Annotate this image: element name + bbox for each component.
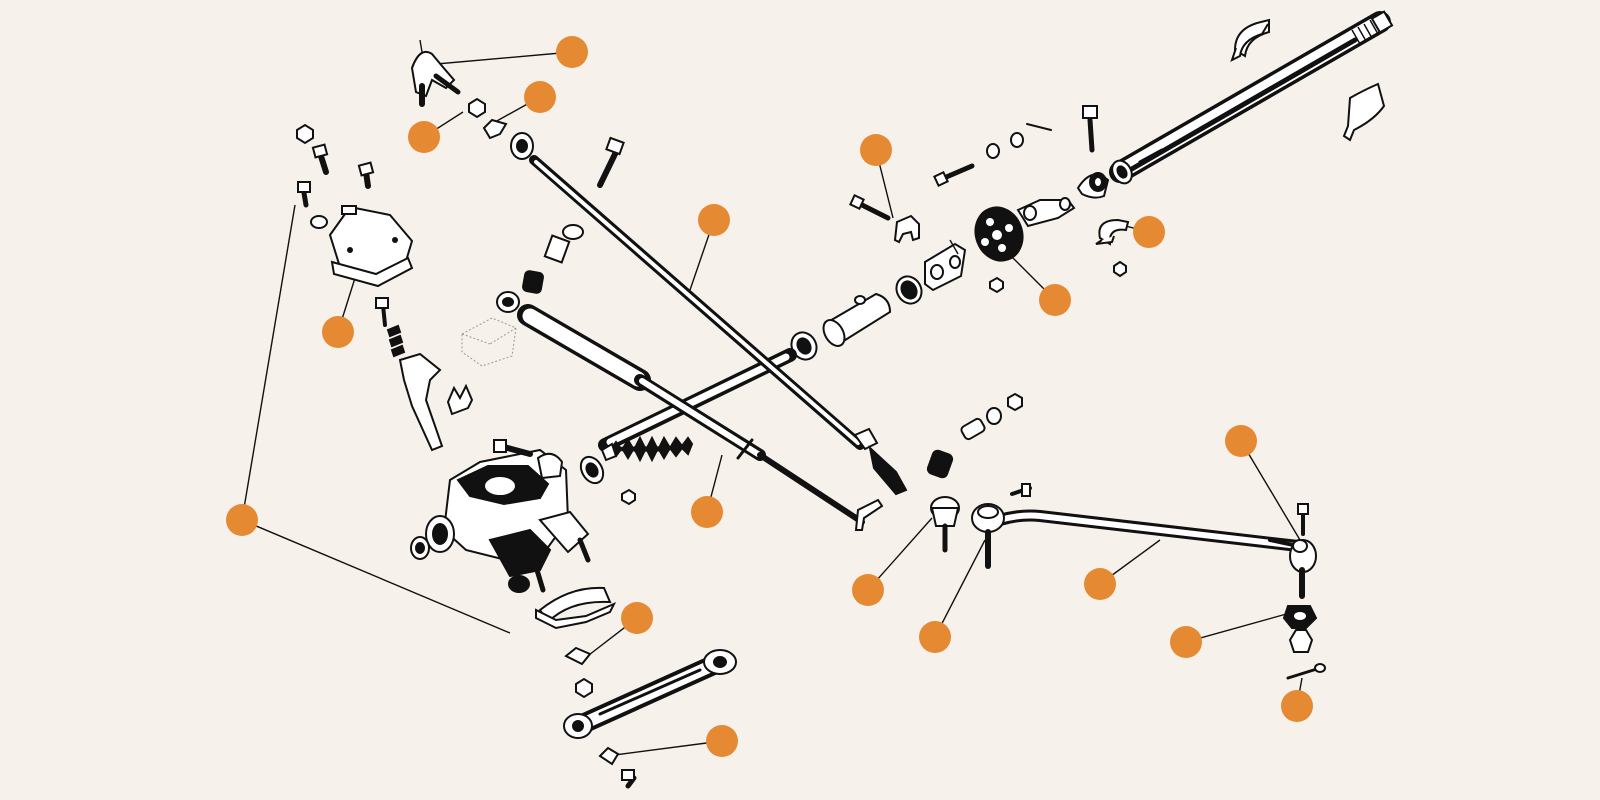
lock-tab-top	[482, 118, 508, 140]
hotspot-lock-washer[interactable]	[621, 602, 653, 634]
rack-gaiter	[600, 435, 694, 463]
idler-arm	[563, 649, 737, 739]
hotspot-tie-rod-end-top[interactable]	[556, 36, 588, 68]
hotspot-steering-box-cover[interactable]	[322, 316, 354, 348]
steering-box	[410, 439, 636, 593]
drop-arm	[375, 297, 517, 452]
hotspot-track-rod[interactable]	[1084, 568, 1116, 600]
column-bushes	[1230, 18, 1386, 142]
pinch-clamp	[893, 214, 920, 244]
castle-nut	[1282, 605, 1318, 629]
ball-joint-center	[930, 496, 960, 553]
small-parts-right	[926, 392, 1032, 497]
hotspot-half-clamp[interactable]	[1133, 216, 1165, 248]
tab-washer	[598, 746, 637, 789]
ball-joint-left	[971, 503, 1005, 569]
hotspot-idler-rod[interactable]	[691, 496, 723, 528]
hotspot-ball-joint-right[interactable]	[1225, 425, 1257, 457]
track-rod	[994, 509, 1304, 552]
hotspot-pinch-clamp[interactable]	[860, 134, 892, 166]
hotspot-drag-link[interactable]	[698, 204, 730, 236]
small-parts-mid	[522, 136, 625, 294]
coupling-bolts	[849, 105, 1127, 294]
coupling-yoke-upper	[1016, 172, 1110, 228]
lock-washer	[1288, 629, 1314, 653]
steering-box-bolts	[296, 123, 375, 229]
hotspot-nut-top[interactable]	[408, 121, 440, 153]
hotspot-split-pin[interactable]	[1281, 690, 1313, 722]
hotspot-steering-box-bolts[interactable]	[226, 504, 258, 536]
steering-column-shaft	[1109, 10, 1394, 185]
half-clamp	[1095, 218, 1130, 246]
hotspot-lock-tab-top[interactable]	[524, 81, 556, 113]
coupling-yoke-lower	[924, 239, 967, 292]
hotspot-ball-joint-center[interactable]	[852, 574, 884, 606]
ball-joint-right	[1289, 503, 1317, 599]
leader-lines	[241, 51, 1303, 757]
split-pin	[1286, 663, 1326, 680]
nut-top	[468, 97, 486, 119]
idler-rod	[496, 291, 884, 531]
tie-rod-end-top	[410, 39, 461, 107]
drag-link	[510, 132, 908, 496]
lower-center-parts	[535, 586, 617, 699]
hotspot-ball-joint-left[interactable]	[919, 621, 951, 653]
intermediate-shaft	[598, 275, 923, 452]
hotspot-castle-nut[interactable]	[1170, 626, 1202, 658]
hotspot-layer[interactable]	[226, 36, 1313, 757]
rubber-coupling	[974, 206, 1024, 262]
hotspot-tab-washer[interactable]	[706, 725, 738, 757]
steering-box-cover	[328, 205, 414, 288]
hotspot-rubber-coupling[interactable]	[1039, 284, 1071, 316]
